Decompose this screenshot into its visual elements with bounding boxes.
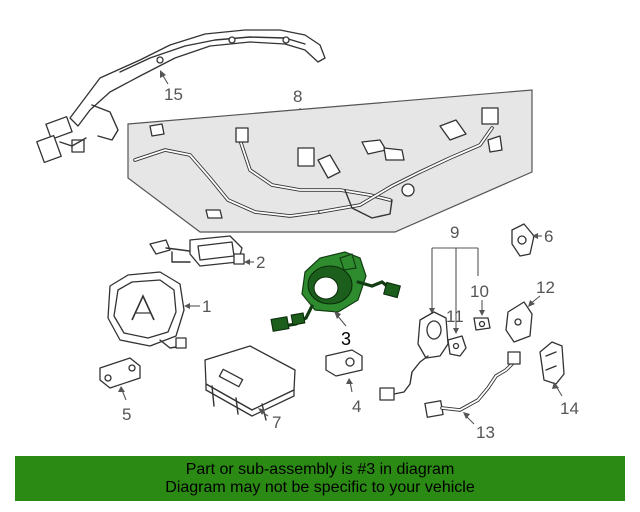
arrow-1 [184,303,190,309]
part-10-clip[interactable] [473,317,491,331]
part-8-wire-harness[interactable] [127,89,533,233]
part-15-curtain-airbag[interactable] [36,29,326,164]
notice-banner: Part or sub-assembly is #3 in diagram Di… [15,456,625,501]
callout-14: 14 [560,399,579,418]
arrow-6 [532,233,538,239]
arrow-15 [160,70,166,78]
arrow-5 [118,386,125,392]
arrow-4 [346,378,353,384]
callout-10: 10 [470,282,489,301]
part-14-cover[interactable] [539,341,565,385]
callout-3: 3 [341,329,351,349]
callout-9: 9 [450,223,459,242]
callout-12: 12 [536,278,555,297]
part-11-bracket[interactable] [447,335,467,357]
leader-9-bracket [429,247,479,334]
arrow-12 [528,300,535,307]
callout-8: 8 [293,87,302,106]
part-12-bracket[interactable] [505,301,533,343]
arrow-2 [244,259,250,265]
part-1-driver-airbag[interactable] [107,271,187,349]
callout-6: 6 [544,227,553,246]
callout-4: 4 [352,397,361,416]
part-6-clip[interactable] [511,223,535,257]
arrow-7 [258,408,265,415]
part-13-harness[interactable] [424,351,521,418]
callout-5: 5 [122,405,131,424]
callout-1: 1 [202,297,211,316]
callout-2: 2 [256,253,265,272]
part-4-sensor[interactable] [325,349,363,377]
callout-11: 11 [446,307,464,326]
arrow-3 [334,311,341,319]
leader-13 [465,415,475,425]
arrow-14 [552,382,559,389]
arrow-13 [463,412,470,419]
arrow-10 [479,310,485,316]
callout-13: 13 [476,423,495,442]
part-5-impact-sensor[interactable] [99,357,141,389]
notice-line-1: Part or sub-assembly is #3 in diagram [185,460,455,478]
notice-line-2: Diagram may not be specific to your vehi… [165,478,475,496]
part-2-bracket-module[interactable] [149,235,245,267]
callout-15: 15 [164,85,183,104]
part-7-srs-unit[interactable] [204,345,296,421]
callout-7: 7 [272,413,281,432]
part-3-clock-spring[interactable] [270,251,401,332]
part-9-seat-sensor[interactable] [379,311,449,401]
